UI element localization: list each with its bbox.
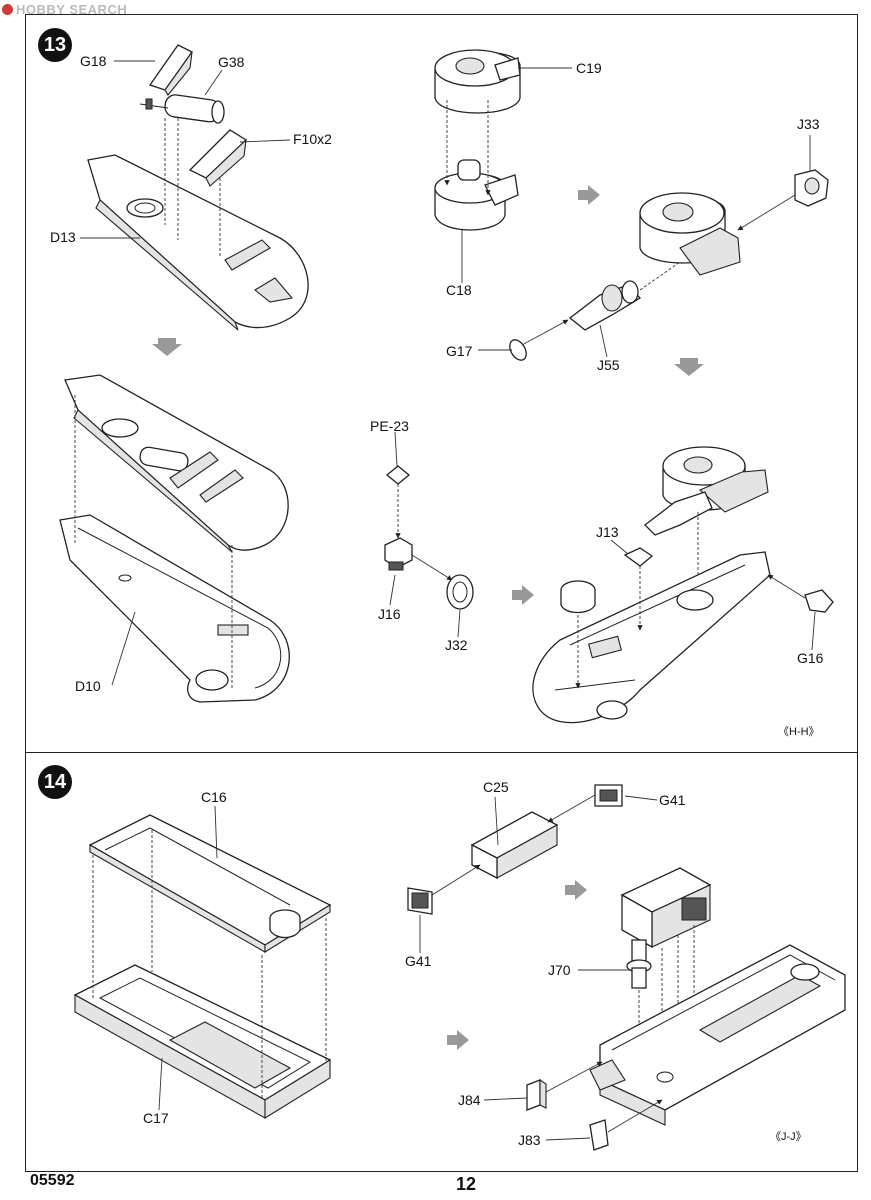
page-number: 12	[456, 1174, 477, 1194]
label-f10x2: F10x2	[293, 131, 332, 147]
part-box-assembled	[620, 867, 712, 949]
part-g38	[139, 94, 225, 124]
step-arrow-icon	[512, 585, 534, 605]
part-frame-jj	[589, 944, 846, 1126]
label-g17: G17	[446, 343, 473, 359]
step-number-13: 13	[38, 28, 72, 62]
label-c16: C16	[201, 789, 227, 805]
label-c18: C18	[446, 282, 472, 298]
part-g41-left	[407, 887, 433, 915]
label-j70: J70	[548, 962, 571, 978]
part-g18	[148, 44, 193, 96]
label-leaders	[80, 60, 816, 1141]
part-c17	[73, 964, 332, 1119]
page-frame	[25, 14, 858, 1172]
label-d10: D10	[75, 678, 101, 694]
label-j84: J84	[458, 1092, 481, 1108]
part-j33	[794, 169, 829, 207]
part-j16	[384, 537, 413, 571]
label-g18: G18	[80, 53, 107, 69]
label-g41-left: G41	[405, 953, 432, 969]
part-c18	[434, 159, 519, 231]
watermark-text: HOBBY SEARCH	[16, 2, 128, 17]
part-turret-assembled	[644, 446, 769, 536]
part-j70	[626, 939, 652, 989]
part-c16	[88, 814, 332, 953]
label-g38: G38	[218, 54, 245, 70]
label-j55: J55	[597, 357, 620, 373]
part-pe23	[385, 465, 411, 485]
step-arrow-icon	[578, 185, 600, 205]
part-c19	[434, 49, 521, 114]
label-j83: J83	[518, 1132, 541, 1148]
part-j55	[568, 280, 642, 331]
label-g41-right: G41	[659, 792, 686, 808]
step-number-14: 14	[38, 765, 72, 799]
step-divider	[25, 752, 858, 753]
view-label-jj: 《J-J》	[770, 1131, 807, 1143]
view-label-hh: 《H-H》	[778, 726, 820, 738]
label-j33: J33	[797, 116, 820, 132]
part-g16	[804, 589, 834, 613]
part-j13	[623, 547, 654, 567]
label-j16: J16	[378, 606, 401, 622]
part-turret-ring	[639, 192, 741, 276]
label-c19: C19	[576, 60, 602, 76]
part-c25	[470, 811, 559, 880]
part-frame-hh	[532, 551, 771, 724]
step-arrow-icon	[565, 880, 587, 900]
label-pe23: PE-23	[370, 418, 409, 434]
logo-icon	[2, 4, 13, 15]
label-c17: C17	[143, 1110, 169, 1126]
step-arrow-icon	[674, 358, 704, 376]
label-j32: J32	[445, 637, 468, 653]
label-c25: C25	[483, 779, 509, 795]
part-d13	[87, 154, 309, 331]
label-d13: D13	[50, 229, 76, 245]
step-arrow-icon	[152, 338, 182, 356]
kit-number: 05592	[30, 1172, 75, 1189]
step-arrow-icon	[447, 1030, 469, 1050]
part-g41-right	[594, 784, 623, 807]
label-g16: G16	[797, 650, 824, 666]
label-j13: J13	[596, 524, 619, 540]
part-j83	[589, 1119, 609, 1151]
watermark: HOBBY SEARCH	[2, 2, 127, 17]
part-j32	[446, 574, 474, 610]
part-d13-assembled	[64, 374, 289, 553]
part-j84	[526, 1078, 547, 1111]
part-f10	[188, 129, 248, 187]
part-ring-small	[560, 580, 596, 614]
